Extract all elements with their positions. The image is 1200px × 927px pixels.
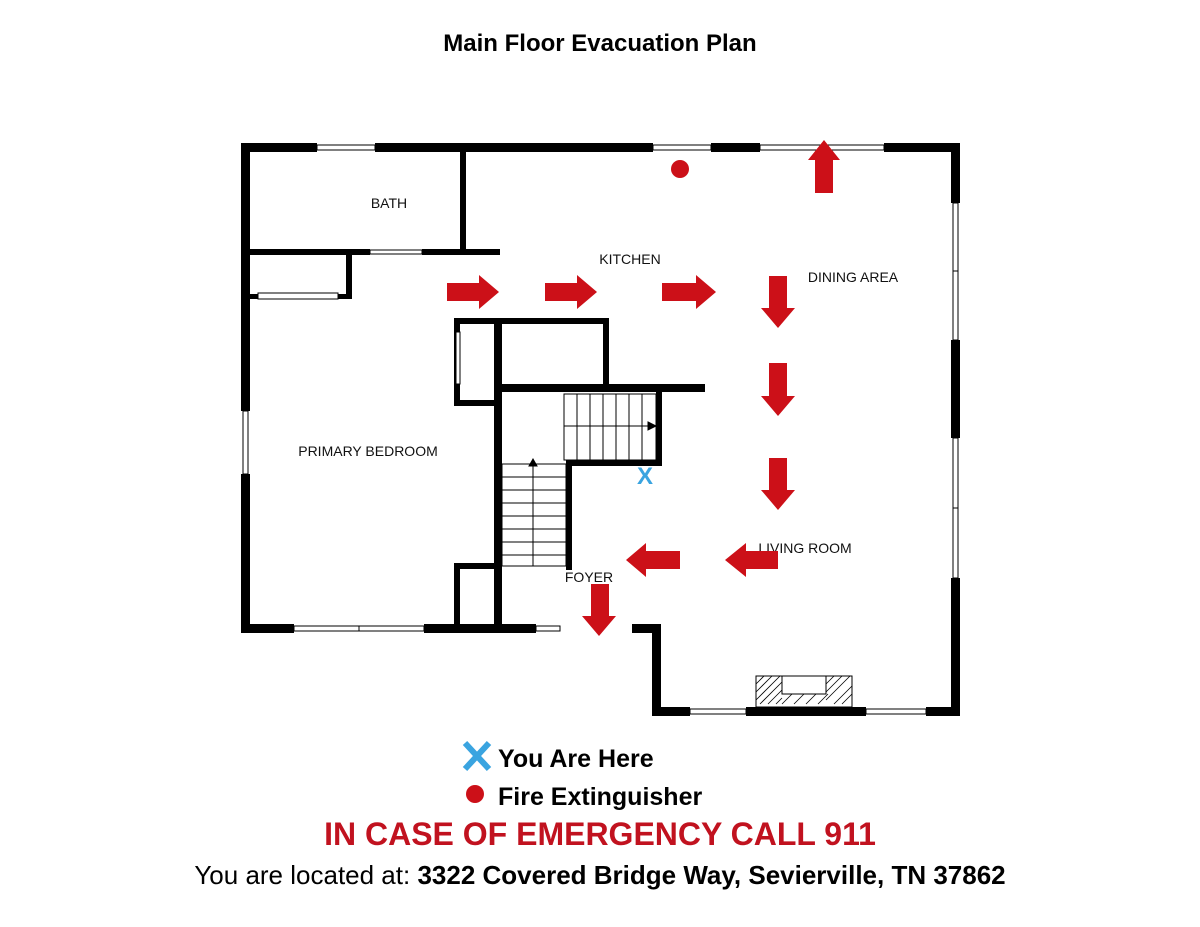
legend-label-you-are-here: You Are Here [498,744,654,773]
arrow-down-icon [761,276,795,328]
arrow-left-icon [725,543,778,577]
room-label-foyer: FOYER [565,569,613,585]
address-line: You are located at: 3322 Covered Bridge … [0,860,1200,891]
evacuation-arrows [447,140,840,636]
x-icon [462,740,498,779]
stairs-upper [563,393,658,461]
walls [241,143,960,716]
arrow-right-icon [662,275,716,309]
arrow-down-icon [761,363,795,416]
arrow-down-icon [761,458,795,510]
room-label-dining: DINING AREA [808,269,899,285]
emergency-notice: IN CASE OF EMERGENCY CALL 911 [324,816,876,852]
page-title: Main Floor Evacuation Plan [443,30,757,57]
address-prefix: You are located at: [194,860,418,890]
arrow-left-icon [626,543,680,577]
arrow-up-icon [808,140,840,193]
room-label-primary-bedroom: PRIMARY BEDROOM [298,443,438,459]
legend-row-fire-extinguisher: Fire Extinguisher [462,778,702,816]
legend-row-you-are-here: You Are Here [462,740,702,778]
arrow-right-icon [545,275,597,309]
room-label-living: LIVING ROOM [758,540,851,556]
floor-plan: BATH KITCHEN DINING AREA PRIMARY BEDROOM… [241,140,960,716]
arrow-down-icon [582,584,616,636]
arrow-right-icon [447,275,499,309]
legend: You Are Here Fire Extinguisher [462,740,702,816]
stairs-lower [501,457,567,567]
fire-extinguisher-marker [671,160,689,178]
red-dot-icon [462,779,498,816]
you-are-here-marker: X [637,463,653,490]
legend-label-fire-extinguisher: Fire Extinguisher [498,782,703,811]
room-label-bath: BATH [371,195,407,211]
room-label-kitchen: KITCHEN [599,251,660,267]
fireplace [755,675,853,708]
address-value: 3322 Covered Bridge Way, Sevierville, TN… [417,860,1006,890]
